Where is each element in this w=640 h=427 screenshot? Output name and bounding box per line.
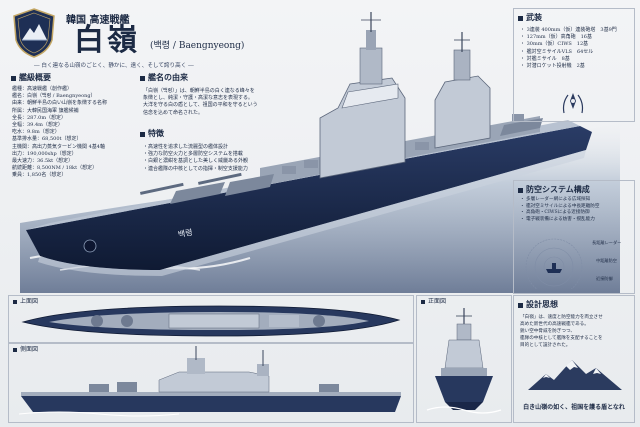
- design-panel: 設計思想 「白嶺」は、速度と防空能力を両立させ 高めた新世代の高速戦艦である。 …: [513, 295, 635, 423]
- design-line: 艦隊の中核として艦隊を支配することを: [520, 336, 603, 341]
- design-heading: 設計思想: [518, 299, 558, 310]
- feature-item: ・白銀と濃紺を基調とした美しく威厳ある外観: [143, 158, 249, 165]
- front-view-drawing: [425, 306, 503, 418]
- armament-item: ・ 艦対空ミサイルVLS 64セル: [520, 48, 594, 55]
- defense-panel: 防空システム構成 ・ 多層レーダー網による広域探知 ・ 艦対空ミサイルによる中長…: [513, 180, 635, 296]
- design-motto: 白き山嶺の如く、祖国を護る盾となれ: [523, 404, 625, 411]
- name-origin-line: 「白嶺（백령）」は、朝鮮半島の白く連なる峰々を: [143, 88, 255, 94]
- defense-item: ・ 高角砲・CIWSによる近接防御: [520, 210, 590, 216]
- name-origin-line: 大洋を守る白の盾として、祖国の平和を守るという: [143, 102, 258, 109]
- defense-label-close: 近接防御: [596, 276, 613, 281]
- overview-row: 航続距離：8,500NM / 18kt（想定）: [12, 165, 98, 172]
- overview-row: 出力：190,000shp（想定）: [12, 150, 77, 157]
- name-origin-line: 象徴とし、純潔・守護・高潔な意志を表現する。: [143, 95, 254, 102]
- feature-item: ・連合艦隊の中核としての指揮・制空支援能力: [143, 165, 248, 172]
- feature-item: ・高速性を追求した流麗型の艦体設計: [143, 144, 229, 150]
- navy-emblem: [12, 8, 56, 58]
- defense-label-long: 長距離レーダー: [592, 240, 622, 245]
- laurel-crest-icon: [560, 89, 586, 117]
- armament-item: ・ 3連装 400mm（仮）連装砲塔 3基9門: [520, 27, 617, 33]
- features-heading: 特徴: [140, 128, 164, 139]
- design-line: 「白嶺」は、速度と防空能力を両立させ: [520, 315, 603, 320]
- top-view-drawing: [19, 300, 403, 340]
- design-line: 高めた新世代の高速戦艦である。: [520, 322, 589, 327]
- top-view-label: 上面図: [13, 298, 38, 305]
- armament-panel: 武装 ・ 3連装 400mm（仮）連装砲塔 3基9門 ・ 127mm（仮）高角砲…: [513, 8, 635, 122]
- design-line: 目的として設計された。: [520, 343, 571, 348]
- features-list: ・高速性を追求した流麗型の艦体設計 ・強力な防空火力と多層防空システムを搭載 ・…: [143, 144, 248, 173]
- side-view-drawing: [18, 346, 403, 418]
- name-origin-line: 信念を込めて命名された。: [143, 109, 204, 116]
- defense-item: ・ 電子戦装備による妨害・撹乱能力: [520, 216, 595, 222]
- overview-row: 最大速力：36.5kt（想定）: [12, 158, 74, 165]
- overview-row: 由来：朝鮮半島の白い山嶺を象徴する名称: [12, 100, 108, 107]
- design-text: 「白嶺」は、速度と防空能力を両立させ 高めた新世代の高速戦艦である。 鋭い空中脅…: [520, 314, 603, 349]
- name-origin-heading: 艦名の由来: [140, 72, 188, 83]
- ship-name-romanization: (백령 / Baengnyeong): [150, 41, 245, 51]
- ship-name-title: 白嶺: [74, 23, 140, 58]
- mountain-illustration: [528, 356, 622, 392]
- front-view-panel: 正面図: [416, 295, 512, 423]
- overview-heading: 艦級概要: [11, 72, 51, 83]
- side-view-label: 側面図: [13, 346, 38, 353]
- feature-item: ・強力な防空火力と多層防空システムを搭載: [143, 151, 243, 158]
- armament-heading: 武装: [518, 12, 542, 23]
- header-subtitle: 韓国 高速戦艦: [66, 15, 130, 26]
- battleship-illustration: [20, 8, 620, 293]
- defense-list: ・ 多層レーダー網による広域探知 ・ 艦対空ミサイルによる中長距離防空 ・ 高角…: [520, 197, 599, 223]
- defense-item: ・ 艦対空ミサイルによる中長距離防空: [520, 203, 600, 209]
- defense-heading: 防空システム構成: [518, 184, 590, 195]
- armament-item: ・ 30mm（仮）CIWS 12基: [520, 41, 589, 48]
- defense-item: ・ 多層レーダー網による広域探知: [520, 197, 591, 202]
- overview-row: 基準排水量：68,500t（想定）: [12, 136, 82, 143]
- name-origin-text: 「白嶺（백령）」は、朝鮮半島の白く連なる峰々を 象徴とし、純潔・守護・高潔な意志…: [143, 88, 258, 117]
- armament-item: ・ 対潜ロケット投射機 2基: [520, 63, 585, 70]
- overview-row: 艦種：高速戦艦（創作艦）: [12, 86, 73, 92]
- overview-row: 艦名：白嶺（백령 / Baengnyeong）: [12, 93, 96, 100]
- overview-list: 艦種：高速戦艦（創作艦） 艦名：白嶺（백령 / Baengnyeong） 由来：…: [12, 86, 107, 180]
- armament-list: ・ 3連装 400mm（仮）連装砲塔 3基9門 ・ 127mm（仮）高角砲 16…: [520, 27, 617, 70]
- defense-radar-diagram: [520, 225, 590, 296]
- overview-row: 乗員：1,850名（想定）: [12, 172, 67, 179]
- header-tagline: ― 白く連なる山嶺のごとく、静かに、遠く、そして誇り高く ―: [34, 63, 194, 69]
- overview-row: 吃水：9.8m（想定）: [12, 129, 60, 136]
- overview-row: 主機関：高出力蒸気タービン機関 4基4軸: [12, 143, 105, 150]
- overview-panel: 艦級概要 艦種：高速戦艦（創作艦） 艦名：白嶺（백령 / Baengnyeong…: [8, 70, 136, 216]
- front-view-label: 正面図: [421, 298, 446, 305]
- overview-row: 全長：287.0m（想定）: [12, 114, 67, 121]
- overview-row: 所属：大韓民国海軍 旗艦候補: [12, 107, 79, 114]
- armament-item: ・ 127mm（仮）高角砲 16基: [520, 34, 592, 41]
- overview-row: 全幅：39.4m（想定）: [12, 122, 63, 129]
- top-view-panel: 上面図: [8, 295, 414, 343]
- defense-label-mid: 中距離防空: [596, 258, 617, 263]
- design-line: 鋭い空中脅威を防ぎつつ、: [520, 329, 575, 334]
- armament-item: ・ 対艦ミサイル 8基: [520, 55, 570, 62]
- side-view-panel: 側面図: [8, 343, 414, 423]
